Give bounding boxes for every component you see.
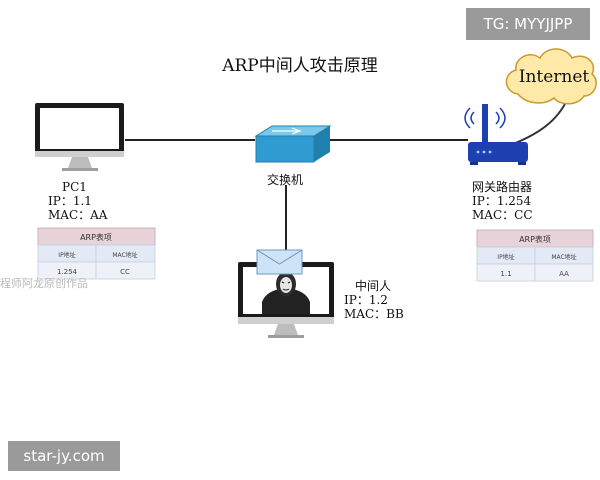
pc1-arp-cell-mac: CC <box>120 268 130 276</box>
gateway-arp-header-ip: IP地址 <box>497 253 514 261</box>
watermark-text: 程师阿龙原创作品 <box>0 277 88 290</box>
cloud-icon <box>505 48 597 105</box>
gateway-arp-table: ARP表项 IP地址 MAC地址 1.1 AA <box>476 229 594 282</box>
pc1-ip: IP：1.1 <box>48 194 92 208</box>
attacker-ip: IP：1.2 <box>344 293 388 307</box>
gateway-mac: MAC：CC <box>472 208 533 222</box>
site-badge: star-jy.com <box>8 441 120 471</box>
switch-label: 交换机 <box>267 172 303 187</box>
attacker-label: 中间人 <box>355 278 391 293</box>
envelope-icon <box>256 249 303 275</box>
gateway-arp-title: ARP表项 <box>519 234 551 244</box>
pc1-arp-title: ARP表项 <box>80 232 112 242</box>
gateway-arp-cell-ip: 1.1 <box>500 270 511 278</box>
gateway-ip: IP：1.254 <box>472 194 532 208</box>
tg-badge: TG: MYYJJPP <box>466 8 590 40</box>
pc1-arp-header-ip: IP地址 <box>58 251 75 259</box>
switch-icon <box>254 125 332 163</box>
pc1-mac: MAC：AA <box>48 208 108 222</box>
link-gateway-internet <box>507 97 569 147</box>
hacker-icon <box>262 272 310 314</box>
pc1-monitor-icon <box>35 103 124 171</box>
gateway-arp-cell-mac: AA <box>559 270 569 278</box>
diagram-title: ARP中间人攻击原理 <box>221 56 378 76</box>
pc1-arp-table: ARP表项 IP地址 MAC地址 1.254 CC <box>37 227 156 280</box>
router-icon <box>464 104 528 165</box>
gateway-arp-header-mac: MAC地址 <box>551 253 576 261</box>
pc1-label: PC1 <box>62 180 87 194</box>
pc1-arp-cell-ip: 1.254 <box>57 268 78 276</box>
internet-label: Internet <box>519 67 590 87</box>
gateway-label: 网关路由器 <box>472 179 532 194</box>
attacker-mac: MAC：BB <box>344 307 404 321</box>
pc1-arp-header-mac: MAC地址 <box>112 251 137 259</box>
